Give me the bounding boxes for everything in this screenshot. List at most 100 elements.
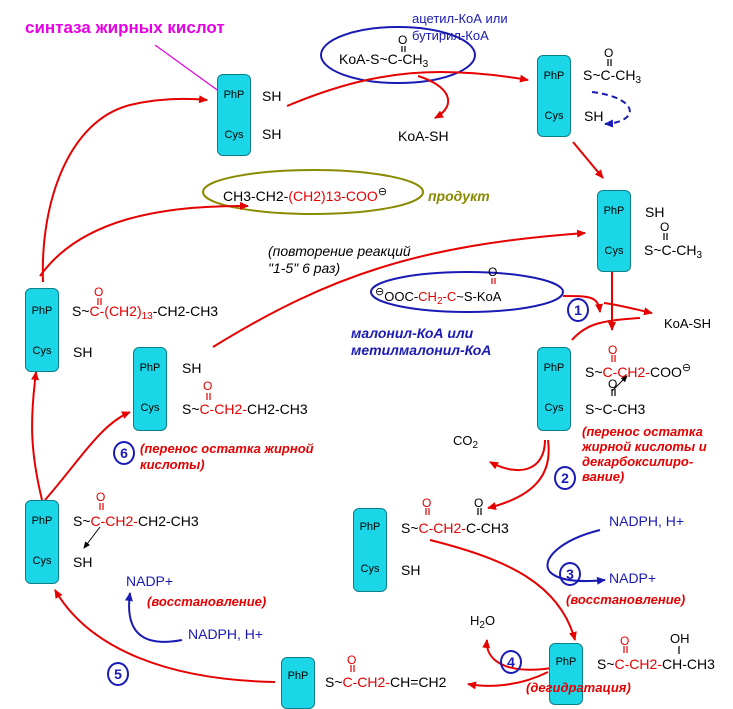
enzyme-ketoacyl: PhP Cys xyxy=(353,508,387,592)
php-label: PhP xyxy=(31,515,53,527)
step-6-badge: 6 xyxy=(113,441,135,465)
cys-label: Cys xyxy=(140,402,160,414)
enzyme-hydroxyacyl: PhP xyxy=(549,643,583,705)
malonyl-label-1: малонил-КоА или xyxy=(351,325,474,341)
condensed-acetyl: S~C-CH3 xyxy=(585,401,646,417)
malonyl-ellipse xyxy=(370,271,564,313)
final-acyl-formula: S~C-(CH2)13-CH2-CH3 xyxy=(72,303,219,322)
oxygen-label: O xyxy=(660,220,670,234)
sh-label: SH xyxy=(584,108,604,124)
sh-label: SH xyxy=(262,126,282,142)
product-formula: CH3-CH2-(CH2)13-COO⊖ xyxy=(223,186,388,204)
step-4-badge: 4 xyxy=(500,650,522,674)
sh-label: SH xyxy=(262,88,282,104)
shift-arrow xyxy=(572,141,604,179)
step2-desc-1: (перенос остатка xyxy=(582,424,703,439)
php-label: PhP xyxy=(543,70,565,82)
php-label: PhP xyxy=(287,670,309,682)
oxygen-label: O xyxy=(347,653,357,667)
step3-arrow xyxy=(429,539,577,641)
product-label: продукт xyxy=(428,188,490,204)
enzyme-free: PhP Cys xyxy=(217,74,251,156)
acetyl-thioester: S~C-CH3 xyxy=(583,67,642,86)
cycle-top-arrow xyxy=(41,95,208,283)
oxygen-label: O xyxy=(620,634,630,648)
php-label: PhP xyxy=(603,205,625,217)
step5-desc: (восстановление) xyxy=(147,594,267,609)
koa-release-2: KoA-SH xyxy=(664,316,711,331)
cys-label: Cys xyxy=(224,129,244,141)
sh-label: SH xyxy=(73,344,93,360)
oxygen-label: O xyxy=(203,379,213,393)
substrate-ellipse xyxy=(320,26,476,84)
acetyl-label-2: бутирил-КоА xyxy=(412,28,489,43)
hydroxyacyl-formula: S~C-CH2-CH-CH3 xyxy=(597,656,715,672)
repeat-note-1: (повторение реакций xyxy=(268,243,411,259)
nadph-arrow xyxy=(546,529,606,585)
malonyl-formula: ⊖OOC-CH2-C~S-KoA xyxy=(375,286,502,307)
step-1-badge: 1 xyxy=(567,298,589,322)
step-3-badge: 3 xyxy=(559,562,581,586)
acetyl-thioester-cys: S~C-CH3 xyxy=(644,242,703,261)
enzyme-acetyl: PhP Cys xyxy=(537,55,571,137)
php-label: PhP xyxy=(31,305,53,317)
nadph-label: NADPH, H+ xyxy=(609,513,685,529)
enzyme-final-acyl: PhP Cys xyxy=(25,288,59,372)
inner-descent xyxy=(571,317,641,341)
condensed-acyl: S~C-CH2-COO⊖ xyxy=(585,362,692,380)
enzyme-enoyl: PhP xyxy=(281,657,315,709)
enzyme-shifted: PhP Cys xyxy=(597,190,631,272)
acetyl-label-1: ацетил-КоА или xyxy=(412,11,508,26)
cys-label: Cys xyxy=(360,563,380,575)
nadp-label-2: NADP+ xyxy=(126,573,174,589)
cys-label: Cys xyxy=(544,110,564,122)
cys-label: Cys xyxy=(32,345,52,357)
carbonyl-bonds xyxy=(97,46,680,672)
koa-release: KoA-SH xyxy=(398,128,449,144)
step5-arrow xyxy=(54,589,276,683)
sh-label: SH xyxy=(645,204,665,220)
ketoacyl-formula: S~C-CH2-C-CH3 xyxy=(401,520,509,536)
oxygen-label: O xyxy=(608,377,618,391)
acyl-transfer-dashed xyxy=(591,91,631,128)
cys-label: Cys xyxy=(604,245,624,257)
sh-label: SH xyxy=(73,554,93,570)
sh-label: SH xyxy=(182,360,202,376)
php-label: PhP xyxy=(555,656,577,668)
oxygen-label: O xyxy=(422,496,432,510)
product-ellipse xyxy=(202,169,424,215)
step2-arrow xyxy=(487,439,550,510)
step4-desc: (дегидратация) xyxy=(526,680,631,695)
enzyme-condensation: PhP Cys xyxy=(537,347,571,431)
malonyl-entry-arrow xyxy=(562,295,603,313)
cys-label: Cys xyxy=(544,402,564,414)
oxygen-label: O xyxy=(96,490,106,504)
php-label: PhP xyxy=(543,362,565,374)
oxygen-label: O xyxy=(608,343,618,357)
koa-release-arrow xyxy=(417,75,449,119)
cys-label: Cys xyxy=(32,555,52,567)
step3-desc: (восстановление) xyxy=(566,592,686,607)
attack-arrow-2 xyxy=(83,526,101,549)
enzyme-transferred: PhP Cys xyxy=(133,347,167,431)
php-label: PhP xyxy=(359,521,381,533)
sh-label: SH xyxy=(401,562,421,578)
step2-desc-2: жирной кислоты и xyxy=(582,439,707,454)
butyryl-formula: S~C-CH2-CH2-CH3 xyxy=(73,513,199,529)
malonyl-label-2: метилмалонил-КоА xyxy=(351,342,492,358)
step-5-badge: 5 xyxy=(107,662,129,686)
step4-arrow xyxy=(467,671,549,690)
oxygen-label: O xyxy=(604,46,614,60)
h2o-label: H2O xyxy=(470,613,496,631)
oxygen-label: O xyxy=(94,285,104,299)
enoyl-formula: S~C-CH2-CH=CH2 xyxy=(325,674,447,690)
enzyme-butyryl: PhP Cys xyxy=(25,500,59,584)
co2-arrow xyxy=(489,439,546,471)
co2-label: CO2 xyxy=(453,433,479,451)
koa-release-arrow-2 xyxy=(603,302,653,316)
nadph-arrow-2 xyxy=(124,592,183,643)
php-label: PhP xyxy=(139,362,161,374)
oxygen-label: O xyxy=(488,265,498,279)
title-pointer xyxy=(154,44,221,93)
